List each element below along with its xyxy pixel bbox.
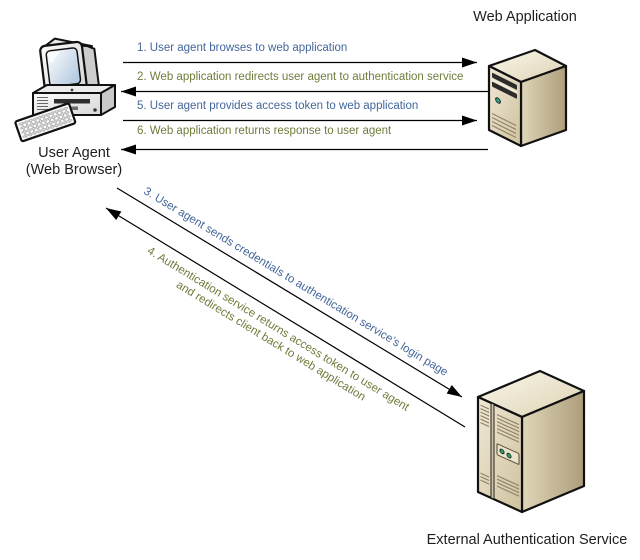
user-agent-label: User Agent (Web Browser) bbox=[14, 145, 134, 179]
user-agent-label-line1: User Agent bbox=[38, 145, 110, 161]
external-auth-service-label: External Authentication Service bbox=[426, 532, 628, 548]
message-2-label: 2. Web application redirects user agent … bbox=[137, 71, 464, 83]
desktop-computer-icon bbox=[14, 37, 116, 143]
message-6-label: 6. Web application returns response to u… bbox=[137, 125, 392, 137]
web-application-label: Web Application bbox=[473, 9, 577, 25]
message-5-label: 5. User agent provides access token to w… bbox=[137, 100, 419, 112]
server-tower-icon bbox=[487, 48, 568, 148]
message-4-arrow bbox=[105, 207, 466, 428]
message-1-label: 1. User agent browses to web application bbox=[137, 42, 348, 54]
user-agent-label-line2: (Web Browser) bbox=[25, 162, 123, 178]
message-3-arrow bbox=[116, 187, 463, 398]
large-server-tower-icon bbox=[476, 369, 586, 514]
